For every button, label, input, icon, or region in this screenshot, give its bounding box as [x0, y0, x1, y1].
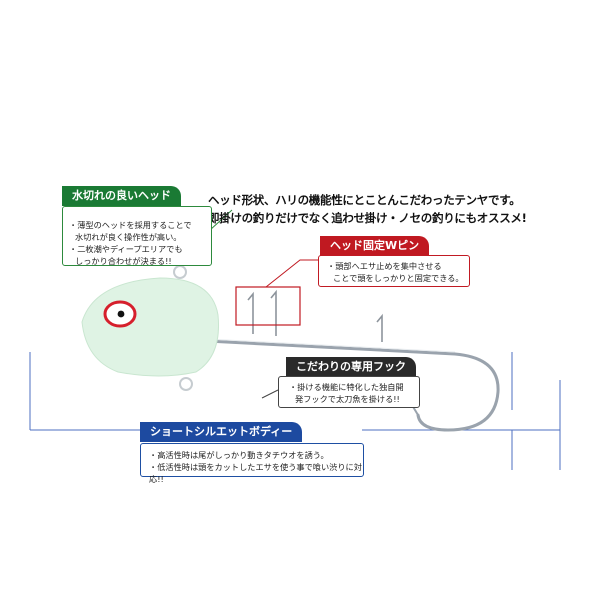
head-line-2: 水切れが良く操作性が高い。	[75, 232, 182, 242]
body-callout-text: ・高活性時は尾がしっかり動きタチウオを誘う。 ・低活性時は頭をカットしたエサを使…	[149, 449, 363, 485]
head-callout-title: 水切れの良いヘッド	[62, 186, 181, 206]
hook-callout-title: こだわりの専用フック	[286, 357, 416, 377]
pin-line-1: ・頭部へエサ止めを集中させる	[327, 261, 442, 271]
hook-callout-text: ・掛ける機能に特化した独自開 発フックで太刀魚を掛ける!!	[289, 381, 417, 405]
head-line-4: しっかり合わせが決まる!!	[75, 256, 172, 266]
hook-line-1: ・掛ける機能に特化した独自開	[289, 382, 404, 392]
headline-line-2: 即掛けの釣りだけでなく追わせ掛け・ノセの釣りにもオススメ!	[208, 211, 527, 225]
body-line-1: ・高活性時は尾がしっかり動きタチウオを誘う。	[149, 450, 329, 460]
hook-line-2: 発フックで太刀魚を掛ける!!	[295, 394, 400, 404]
body-callout: ・高活性時は尾がしっかり動きタチウオを誘う。 ・低活性時は頭をカットしたエサを使…	[140, 443, 364, 484]
pin-leader-line	[265, 259, 320, 288]
headline: ヘッド形状、ハリの機能性にとことんこだわったテンヤです。 即掛けの釣りだけでなく…	[208, 191, 588, 227]
jig-head	[81, 265, 220, 391]
pin-line-2: ことで頭をしっかりと固定できる。	[333, 273, 464, 283]
pin-callout-text: ・頭部へエサ止めを集中させる ことで頭をしっかりと固定できる。	[327, 260, 467, 284]
hook-leader-line	[261, 389, 279, 399]
head-line-3: ・二枚潮やディープエリアでも	[69, 244, 183, 254]
head-leader-line	[209, 209, 233, 231]
pin-callout: ・頭部へエサ止めを集中させる ことで頭をしっかりと固定できる。	[318, 255, 470, 287]
pin-callout-title: ヘッド固定Wピン	[320, 236, 430, 256]
body-callout-title: ショートシルエットボディー	[140, 422, 303, 442]
headline-line-1: ヘッド形状、ハリの機能性にとことんこだわったテンヤです。	[208, 193, 521, 207]
head-callout: ・薄型のヘッドを採用することで 水切れが良く操作性が高い。 ・二枚潮やディープエ…	[62, 206, 212, 266]
pin-highlight-box	[235, 286, 301, 326]
head-callout-text: ・薄型のヘッドを採用することで 水切れが良く操作性が高い。 ・二枚潮やディープエ…	[69, 219, 209, 267]
body-line-2: ・低活性時は頭をカットしたエサを使う事で喰い渋りに対応!!	[149, 462, 362, 484]
head-line-1: ・薄型のヘッドを採用することで	[69, 220, 192, 230]
hook-callout: ・掛ける機能に特化した独自開 発フックで太刀魚を掛ける!!	[278, 376, 420, 408]
w-pin	[247, 289, 383, 342]
